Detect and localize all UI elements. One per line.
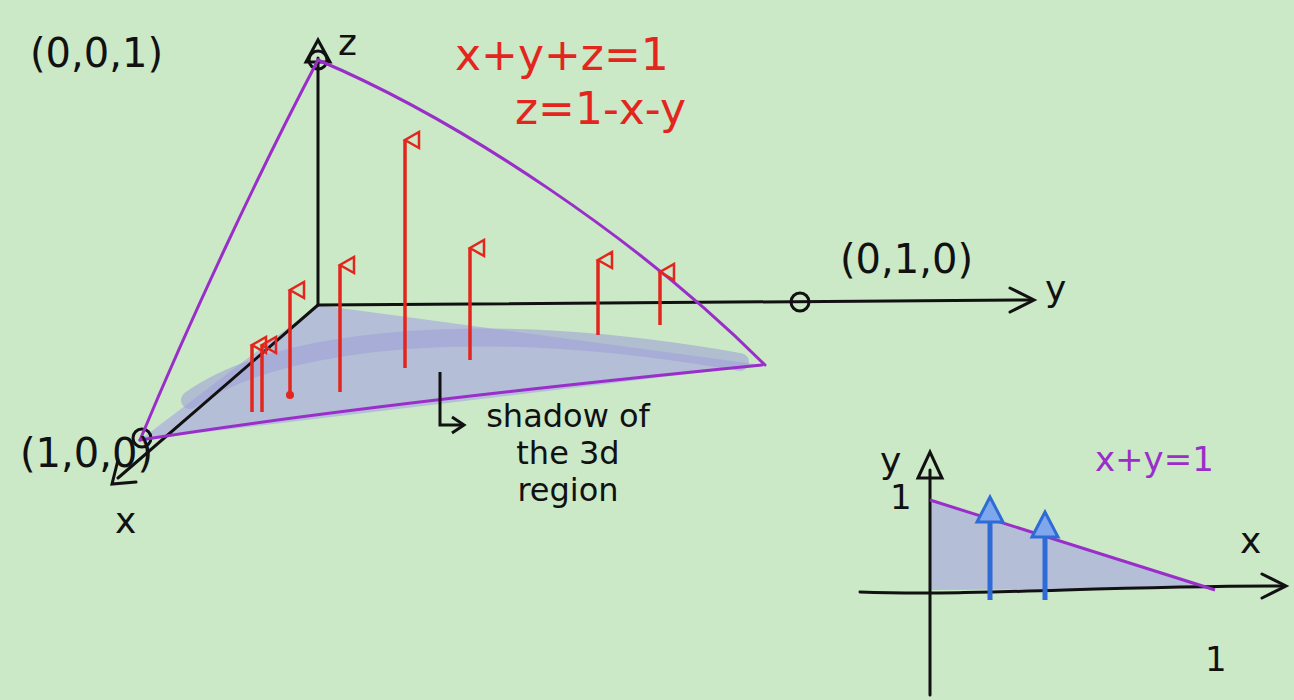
- axis-label: y: [880, 440, 901, 481]
- height-arrow: [260, 345, 264, 412]
- equation-label: z=1-x-y: [515, 84, 686, 135]
- inset-x-arrowhead: [1262, 574, 1286, 598]
- base-dot: [286, 391, 294, 399]
- inset-arrow: [1043, 535, 1048, 600]
- leader-head: [452, 417, 464, 433]
- equation-label: x+y=1: [1095, 440, 1214, 479]
- inset-line: [930, 500, 1215, 590]
- tick-label: 1: [1205, 640, 1227, 679]
- triangle-edge: [140, 365, 762, 440]
- height-arrow: [468, 248, 472, 360]
- inset-arrowhead: [1032, 512, 1058, 537]
- triangle-edge: [140, 60, 318, 440]
- height-arrow: [596, 260, 600, 335]
- axis-label: x: [115, 500, 136, 541]
- inset-arrow: [988, 520, 993, 600]
- shading-stroke: [190, 338, 740, 401]
- height-arrow: [403, 140, 407, 368]
- height-arrow: [338, 265, 342, 392]
- inset-shadow: [930, 500, 1215, 590]
- leader-hook: [440, 372, 462, 425]
- inset-x-axis: [860, 586, 1282, 593]
- triangle-edge: [318, 60, 765, 365]
- axis-label: y: [1045, 268, 1066, 309]
- point-label: (0,1,0): [840, 236, 973, 282]
- axis-label: z: [338, 22, 357, 63]
- inset-y-axis: [929, 470, 932, 695]
- inset-y-arrowhead: [918, 452, 942, 478]
- y-axis: [318, 300, 1030, 305]
- height-arrow: [658, 272, 662, 325]
- vertex-point: [791, 293, 809, 311]
- y-arrowhead: [1010, 288, 1034, 312]
- note-label: shadow of the 3d region: [468, 398, 668, 508]
- equation-label: x+y+z=1: [455, 30, 669, 81]
- point-label: (0,0,1): [30, 30, 163, 76]
- height-arrow: [288, 290, 292, 398]
- height-arrow: [250, 345, 254, 412]
- shadow-region: [140, 305, 762, 440]
- tick-label: 1: [890, 478, 912, 517]
- z-axis: [317, 58, 320, 305]
- point-label: (1,0,0): [20, 430, 153, 476]
- inset-arrowhead: [977, 497, 1003, 522]
- axis-label: x: [1240, 520, 1261, 561]
